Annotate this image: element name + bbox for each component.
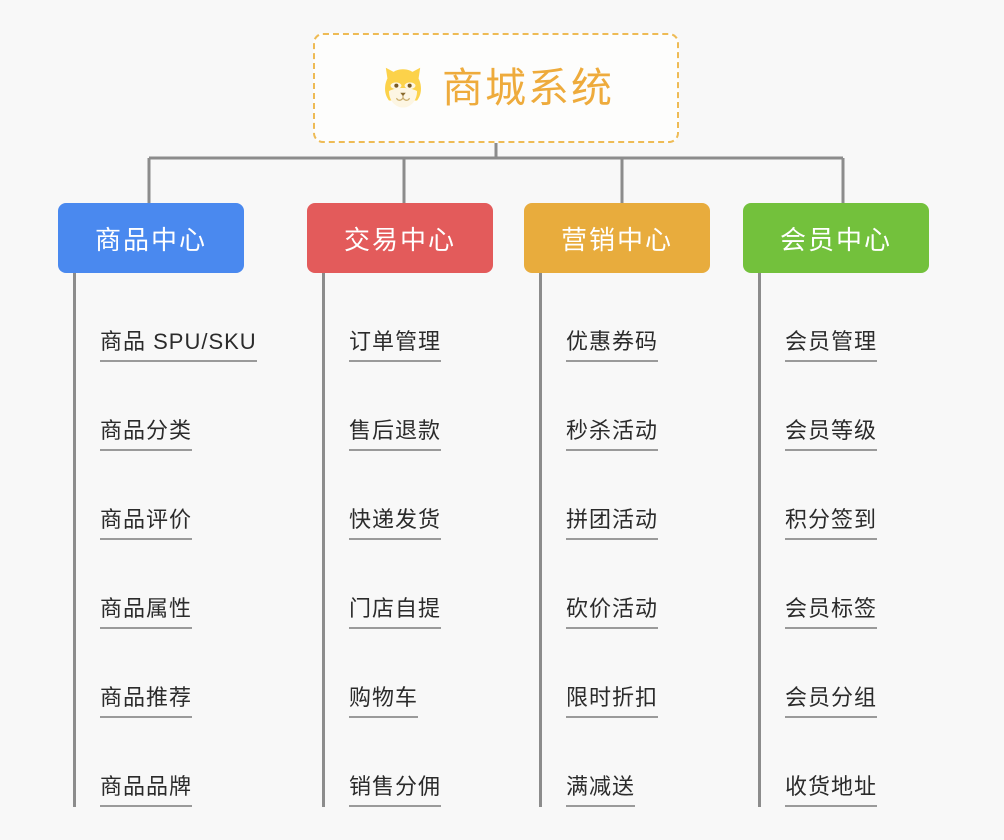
list-item-label: 商品品牌 [100,774,193,807]
list-item-label: 满减送 [566,774,636,807]
root-node[interactable]: 商城系统 [313,33,679,143]
list-item[interactable]: 商品分类 [76,362,278,451]
category-items-trade: 订单管理 售后退款 快递发货 门店自提 购物车 销售分佣 [322,273,497,807]
list-item[interactable]: 满减送 [542,718,716,807]
category-header-product[interactable]: 商品中心 [58,203,244,273]
list-item[interactable]: 商品属性 [76,540,278,629]
category-column-product: 商品中心 商品 SPU/SKU 商品分类 商品评价 商品属性 商品推荐 商品品牌 [58,203,278,807]
list-item[interactable]: 限时折扣 [542,629,716,718]
list-item-label: 会员等级 [785,418,878,451]
category-header-marketing[interactable]: 营销中心 [524,203,710,273]
category-header-label: 交易中心 [343,224,456,255]
list-item[interactable]: 销售分佣 [325,718,497,807]
category-column-marketing: 营销中心 优惠券码 秒杀活动 拼团活动 砍价活动 限时折扣 满减送 [496,203,716,807]
list-item-label: 会员分组 [785,685,878,718]
list-item[interactable]: 购物车 [325,629,497,718]
list-item-label: 拼团活动 [566,507,659,540]
root-title: 商城系统 [442,64,614,111]
list-item[interactable]: 拼团活动 [542,451,716,540]
category-header-label: 商品中心 [94,224,207,255]
category-column-member: 会员中心 会员管理 会员等级 积分签到 会员标签 会员分组 收货地址 [715,203,935,807]
list-item[interactable]: 秒杀活动 [542,362,716,451]
list-item-label: 限时折扣 [566,685,659,718]
category-items-marketing: 优惠券码 秒杀活动 拼团活动 砍价活动 限时折扣 满减送 [539,273,716,807]
category-header-trade[interactable]: 交易中心 [307,203,493,273]
list-item[interactable]: 会员管理 [761,273,935,362]
category-header-label: 会员中心 [779,224,892,255]
list-item[interactable]: 会员标签 [761,540,935,629]
category-items-member: 会员管理 会员等级 积分签到 会员标签 会员分组 收货地址 [758,273,935,807]
list-item-label: 售后退款 [349,418,442,451]
list-item-label: 商品分类 [100,418,193,451]
list-item[interactable]: 砍价活动 [542,540,716,629]
list-item-label: 销售分佣 [349,774,442,807]
list-item-label: 商品评价 [100,507,193,540]
list-item[interactable]: 门店自提 [325,540,497,629]
list-item[interactable]: 商品 SPU/SKU [76,273,278,362]
list-item-label: 门店自提 [349,596,442,629]
list-item-label: 商品属性 [100,596,193,629]
category-items-product: 商品 SPU/SKU 商品分类 商品评价 商品属性 商品推荐 商品品牌 [73,273,278,807]
list-item-label: 会员管理 [785,329,878,362]
list-item[interactable]: 收货地址 [761,718,935,807]
list-item-label: 积分签到 [785,507,878,540]
category-column-trade: 交易中心 订单管理 售后退款 快递发货 门店自提 购物车 销售分佣 [277,203,497,807]
list-item-label: 商品 SPU/SKU [100,329,257,362]
category-header-label: 营销中心 [560,224,673,255]
list-item[interactable]: 会员等级 [761,362,935,451]
list-item[interactable]: 积分签到 [761,451,935,540]
list-item[interactable]: 商品评价 [76,451,278,540]
category-header-member[interactable]: 会员中心 [743,203,929,273]
list-item-label: 商品推荐 [100,685,193,718]
list-item[interactable]: 订单管理 [325,273,497,362]
list-item[interactable]: 优惠券码 [542,273,716,362]
list-item[interactable]: 商品推荐 [76,629,278,718]
list-item[interactable]: 会员分组 [761,629,935,718]
list-item[interactable]: 售后退款 [325,362,497,451]
list-item-label: 优惠券码 [566,329,659,362]
list-item-label: 秒杀活动 [566,418,659,451]
list-item-label: 购物车 [349,685,419,718]
list-item-label: 快递发货 [349,507,442,540]
list-item-label: 砍价活动 [566,596,659,629]
list-item-label: 订单管理 [349,329,442,362]
list-item[interactable]: 商品品牌 [76,718,278,807]
list-item-label: 会员标签 [785,596,878,629]
list-item-label: 收货地址 [785,774,878,807]
list-item[interactable]: 快递发货 [325,451,497,540]
shiba-dog-face-icon [385,67,421,108]
